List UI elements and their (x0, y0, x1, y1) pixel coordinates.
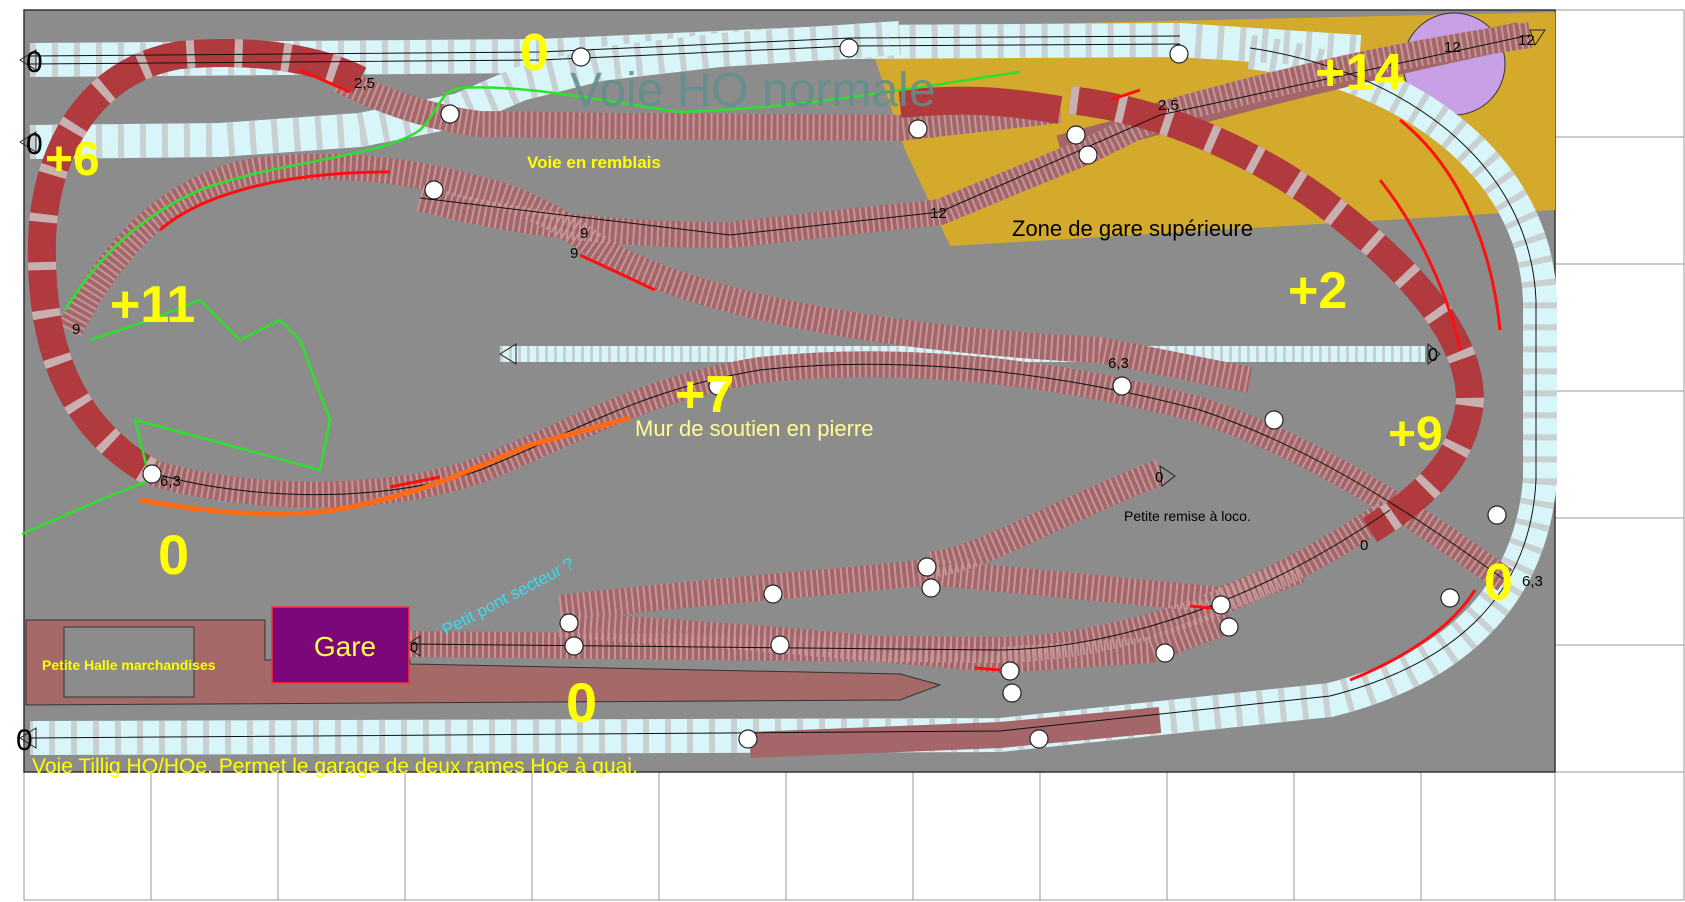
goods-hall (63, 626, 195, 698)
mark-end-top-left: 0 (26, 46, 43, 79)
turnout-markers (142, 38, 1507, 749)
elevation-plus6: +6 (45, 133, 100, 186)
mark-end-shed: 0 (1155, 469, 1163, 486)
mark-grade-12-turntable: 12 (1518, 32, 1535, 49)
elevation-plus9: +9 (1388, 408, 1443, 461)
mark-grade-63-right: 6,3 (1522, 573, 1543, 590)
mark-end-station: 0 (410, 639, 418, 656)
isolation-marks (159, 68, 1502, 682)
rails (29, 34, 1537, 739)
elevation-top-zero: 0 (520, 24, 549, 82)
mark-grade-12-mid: 12 (930, 205, 947, 222)
mark-grade-25-left: 2,5 (354, 75, 375, 92)
mark-grade-63-left: 6,3 (160, 473, 181, 490)
mark-grade-9-b: 9 (570, 245, 578, 262)
loco-shed-label: Petite remise à loco. (1124, 508, 1251, 524)
mark-grade-9-left: 9 (72, 321, 80, 338)
station-label: Gare (314, 631, 376, 662)
goods-hall-label: Petite Halle marchandises (42, 657, 216, 673)
tillig-track-label: Voie Tillig HO/HOe. Permet le garage de … (32, 755, 638, 778)
mark-end-mid-left: 0 (26, 128, 43, 161)
mark-end-center-buffer: 0 (1428, 345, 1438, 365)
mark-grade-12-top: 12 (1444, 39, 1461, 56)
elevation-plus2: +2 (1288, 262, 1347, 320)
elevation-plus11: +11 (110, 276, 195, 334)
station-building (271, 606, 410, 684)
mark-end-right-lower: 0 (1360, 537, 1368, 554)
elevation-plus14: +14 (1315, 44, 1403, 102)
retaining-wall (139, 415, 631, 517)
retaining-wall-label: Mur de soutien en pierre (635, 416, 873, 441)
mark-grade-9-a: 9 (580, 225, 588, 242)
elevation-labels: 0 +6 +11 +7 +14 +2 +9 0 0 0 (45, 24, 1513, 734)
goods-platform (25, 619, 942, 706)
track-marks: 0 0 0 0 0 0 0 2,5 2,5 12 12 12 9 9 9 6,3… (16, 32, 1543, 757)
buffer-stops (19, 29, 1546, 749)
elevation-bottom-zero: 0 (566, 671, 597, 734)
mark-end-bottom-left: 0 (16, 724, 33, 757)
upper-zone-label: Zone de gare supérieure (1012, 216, 1253, 241)
mark-grade-63-mid: 6,3 (1108, 355, 1129, 372)
embankment-label: Voie en remblais (527, 153, 661, 172)
elevation-left-zero: 0 (158, 523, 189, 586)
map-title: Voie HO normale (570, 64, 936, 117)
elevation-plus7: +7 (675, 366, 734, 424)
ramp-track (27, 39, 1485, 543)
mark-grade-25-right: 2,5 (1158, 97, 1179, 114)
elevation-right-zero: 0 (1484, 554, 1513, 612)
